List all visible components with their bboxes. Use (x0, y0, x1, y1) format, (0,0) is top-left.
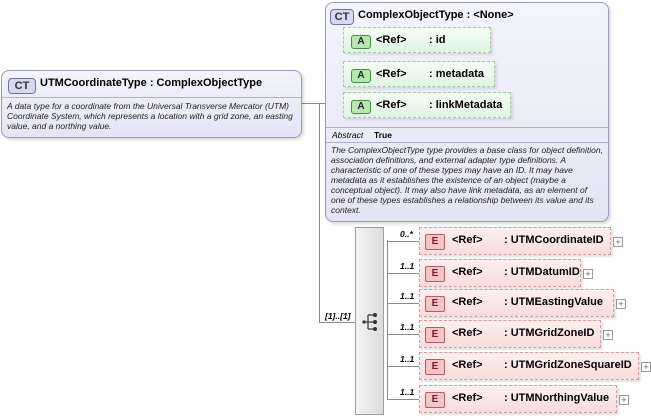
element-connector (387, 273, 419, 274)
complex-type-badge-text: CT (334, 11, 350, 23)
expand-icon[interactable]: + (616, 299, 626, 309)
element-multiplicity: 1..1 (400, 291, 415, 301)
element-ref: <Ref> (452, 266, 483, 278)
element-connector (387, 366, 419, 367)
element-box[interactable]: E <Ref> : UTMGridZoneID (419, 320, 601, 348)
sequence-compositor[interactable] (355, 227, 384, 415)
expand-icon[interactable]: + (583, 269, 593, 279)
connector-to-sequence (319, 322, 356, 323)
complex-type-badge-text: CT (14, 80, 30, 92)
attribute-ref: <Ref> (376, 68, 407, 80)
attribute-ref: <Ref> (376, 99, 407, 111)
connector-main-h (302, 103, 320, 104)
element-ref: <Ref> (452, 359, 483, 371)
connector-vertical (319, 103, 320, 323)
element-icon: E (425, 234, 445, 250)
element-multiplicity: 1..1 (400, 261, 415, 271)
element-connector (387, 241, 419, 242)
element-connector (387, 334, 419, 335)
abstract-value: True (374, 130, 392, 140)
element-name: : UTMGridZoneID (504, 327, 595, 339)
complex-object-type-box[interactable]: CT ComplexObjectType : <None> A <Ref> : … (325, 2, 609, 222)
element-name: : UTMEastingValue (504, 296, 604, 308)
attribute-name: : metadata (429, 68, 485, 80)
element-name: : UTMCoordinateID (504, 234, 604, 246)
element-connector (387, 399, 419, 400)
element-box[interactable]: E <Ref> : UTMGridZoneSquareID (419, 352, 639, 380)
connector-to-base (319, 103, 327, 104)
expand-icon[interactable]: + (641, 362, 651, 372)
abstract-label: Abstract (332, 130, 364, 140)
element-ref: <Ref> (452, 392, 483, 404)
attribute-icon: A (351, 100, 371, 114)
element-ref: <Ref> (452, 234, 483, 246)
type-base: ComplexObjectType (156, 77, 263, 89)
attribute-icon: A (351, 69, 371, 83)
element-box[interactable]: E <Ref> : UTMDatumID (419, 259, 581, 287)
element-connector (387, 303, 419, 304)
element-icon: E (425, 392, 445, 408)
title-divider (2, 97, 301, 98)
base-type-title: ComplexObjectType : <None> (358, 9, 514, 21)
expand-icon[interactable]: + (619, 395, 629, 405)
element-spine (387, 240, 388, 400)
type-name: UTMCoordinateType (40, 77, 147, 89)
attribute-name: : id (429, 34, 446, 46)
element-box[interactable]: E <Ref> : UTMEastingValue (419, 289, 614, 317)
element-multiplicity: 1..1 (400, 322, 415, 332)
element-ref: <Ref> (452, 327, 483, 339)
element-box[interactable]: E <Ref> : UTMNorthingValue (419, 385, 617, 413)
expand-icon[interactable]: + (613, 237, 623, 247)
element-ref: <Ref> (452, 296, 483, 308)
element-name: : UTMNorthingValue (504, 392, 610, 404)
complex-type-icon: CT (8, 78, 36, 94)
element-multiplicity: 1..1 (400, 354, 415, 364)
element-multiplicity: 1..1 (400, 387, 415, 397)
element-icon: E (425, 296, 445, 312)
sequence-multiplicity: [1]..[1] (325, 311, 351, 321)
element-box[interactable]: E <Ref> : UTMCoordinateID (419, 227, 611, 255)
type-separator: : (149, 77, 154, 89)
utm-coordinate-type-box[interactable]: CT UTMCoordinateType : ComplexObjectType… (1, 70, 302, 138)
base-type-description: The ComplexObjectType type provides a ba… (331, 145, 603, 215)
complex-type-icon: CT (330, 9, 354, 25)
element-icon: E (425, 266, 445, 282)
element-name: : UTMDatumID (504, 266, 580, 278)
attribute-link-metadata[interactable]: A <Ref> : linkMetadata (343, 92, 511, 118)
sequence-icon (362, 313, 377, 331)
attribute-icon: A (351, 35, 371, 49)
element-name: : UTMGridZoneSquareID (504, 359, 632, 371)
description-divider (326, 142, 608, 143)
type-description: A data type for a coordinate from the Un… (7, 101, 293, 131)
type-title: UTMCoordinateType : ComplexObjectType (40, 77, 262, 89)
element-multiplicity: 0..* (400, 229, 413, 239)
attribute-metadata[interactable]: A <Ref> : metadata (343, 61, 495, 87)
attribute-name: : linkMetadata (429, 99, 503, 111)
attribute-ref: <Ref> (376, 34, 407, 46)
attribute-id[interactable]: A <Ref> : id (343, 27, 491, 53)
element-icon: E (425, 327, 445, 343)
expand-icon[interactable]: + (603, 330, 613, 340)
element-icon: E (425, 359, 445, 375)
abstract-divider (326, 127, 608, 128)
